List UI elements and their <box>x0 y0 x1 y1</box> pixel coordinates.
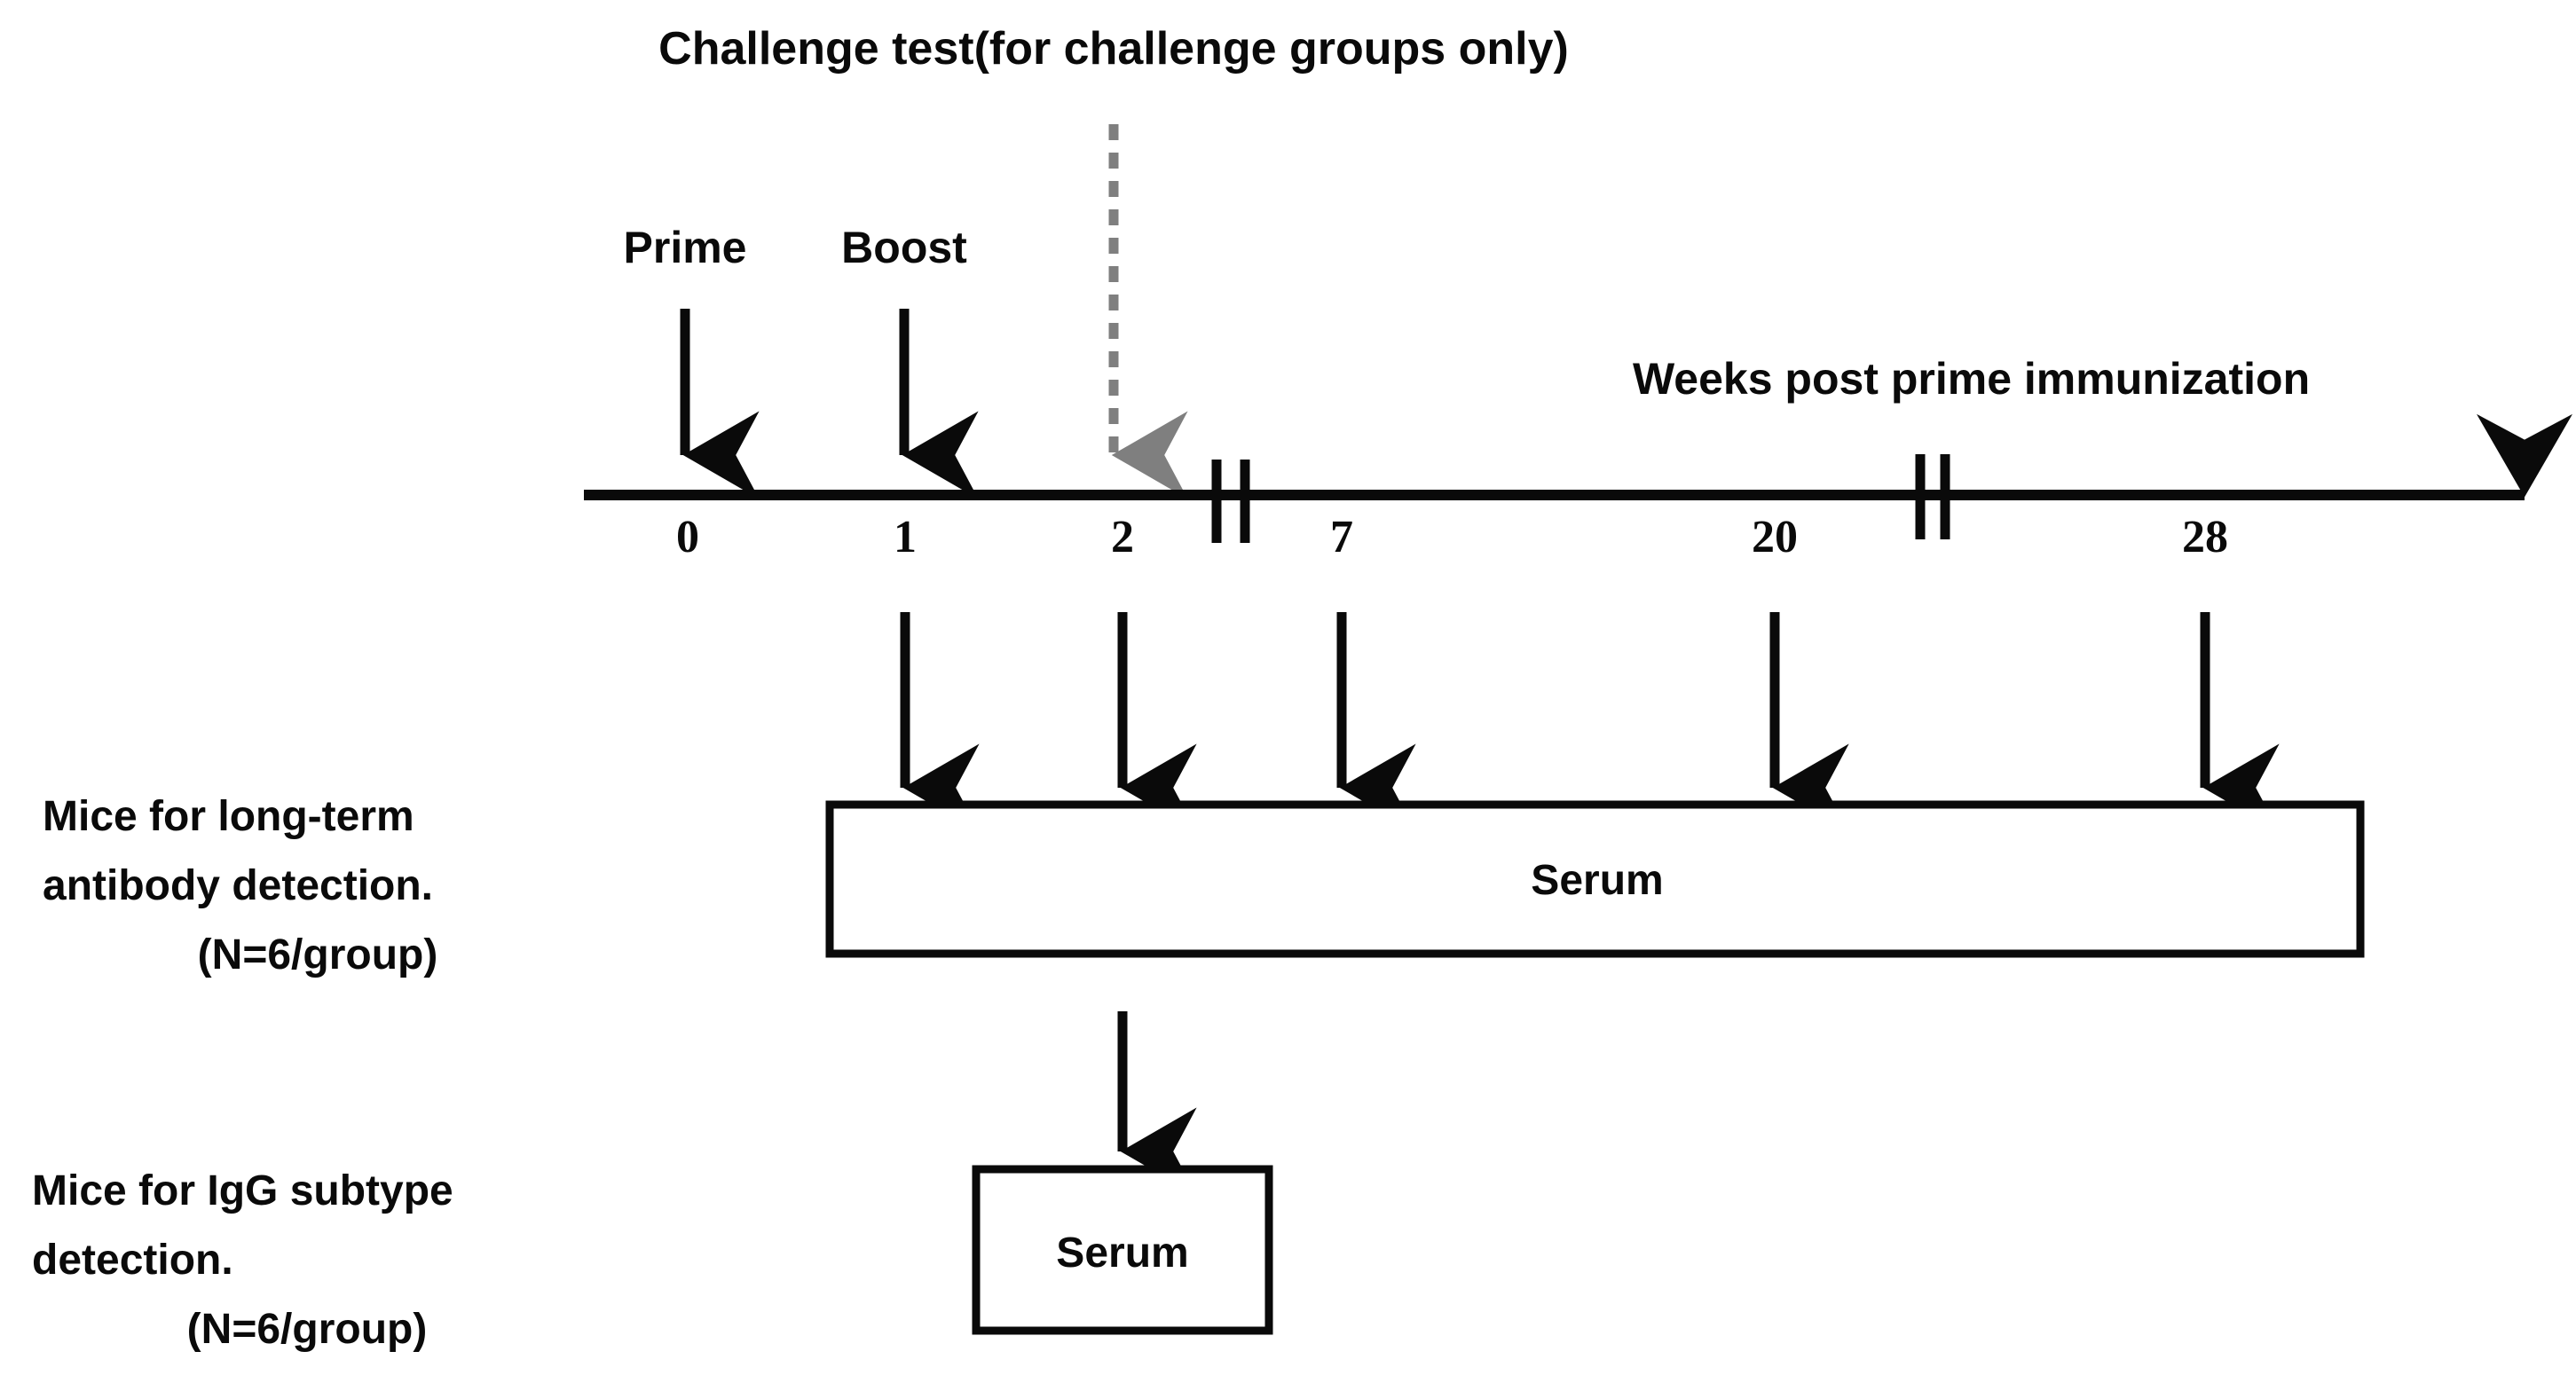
serum-box-long-term <box>825 800 2365 958</box>
prime-label: Prime <box>624 223 747 272</box>
serum-box-long-term-label: Serum <box>1531 857 1663 904</box>
serum-box-igg <box>972 1165 1273 1335</box>
axis-break-2 <box>1915 454 1950 539</box>
challenge-test-title: Challenge test(for challenge groups only… <box>658 23 1569 75</box>
tick-label-0: 0 <box>676 512 699 562</box>
serum-box-igg-label: Serum <box>1056 1230 1188 1277</box>
tick-label-2: 2 <box>1111 512 1134 562</box>
tick-label-7: 7 <box>1330 512 1353 562</box>
long-term-group-line-2: antibody detection. <box>43 862 433 909</box>
long-term-group-line-3: (N=6/group) <box>198 931 438 978</box>
long-term-group-line-1: Mice for long-term <box>43 793 414 840</box>
tick-label-1: 1 <box>894 512 917 562</box>
igg-group-line-3: (N=6/group) <box>187 1306 428 1353</box>
igg-group-line-1: Mice for IgG subtype <box>32 1167 453 1214</box>
axis-break-1 <box>1211 460 1250 543</box>
tick-label-28: 28 <box>2182 512 2228 562</box>
boost-label: Boost <box>841 223 967 272</box>
igg-group-line-2: detection. <box>32 1237 233 1284</box>
axis-caption: Weeks post prime immunization <box>1633 354 2310 404</box>
tick-label-20: 20 <box>1752 512 1798 562</box>
